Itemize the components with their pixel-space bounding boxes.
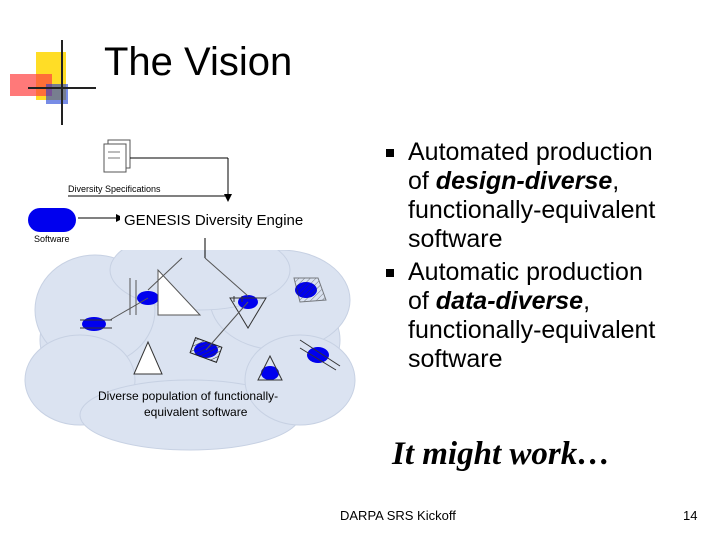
population-label-line1: Diverse population of functionally- <box>98 389 278 403</box>
bullet-text: functionally-equivalent <box>408 196 656 224</box>
bullet-emphasis: data-diverse <box>435 287 584 315</box>
footer-text: DARPA SRS Kickoff <box>340 508 456 523</box>
bullet-text: functionally-equivalent <box>408 316 656 344</box>
slide-title: The Vision <box>104 40 293 84</box>
bullet-item: Automatic production of data-diverse, fu… <box>384 258 714 374</box>
software-node <box>28 208 76 232</box>
bullet-marker-icon <box>386 269 394 277</box>
bullet-text: software <box>408 345 503 373</box>
population-label-line2: equivalent software <box>144 405 248 419</box>
bullet-text: Automatic production <box>408 258 643 286</box>
population-nodes <box>80 257 341 381</box>
bullet-item: Automated production of design-diverse, … <box>384 138 714 254</box>
document-icon <box>103 139 131 173</box>
bullet-text: , <box>583 287 591 315</box>
bullet-text: of <box>408 167 436 195</box>
corner-decoration <box>10 40 96 125</box>
engine-label: GENESIS Diversity Engine <box>124 212 303 229</box>
genesis-diagram: Diversity Specifications GENESIS Diversi… <box>24 139 356 451</box>
software-label: Software <box>34 234 70 244</box>
page-number: 14 <box>683 508 698 523</box>
bullet-list: Automated production of design-diverse, … <box>384 138 714 378</box>
spec-label: Diversity Specifications <box>68 184 161 194</box>
bullet-text: Automated production <box>408 138 653 166</box>
bullet-text: , <box>612 167 620 195</box>
tagline: It might work… <box>392 436 611 472</box>
bullet-emphasis: design-diverse <box>435 167 613 195</box>
bullet-text: software <box>408 225 503 253</box>
bullet-text: of <box>408 287 436 315</box>
bullet-marker-icon <box>386 149 394 157</box>
